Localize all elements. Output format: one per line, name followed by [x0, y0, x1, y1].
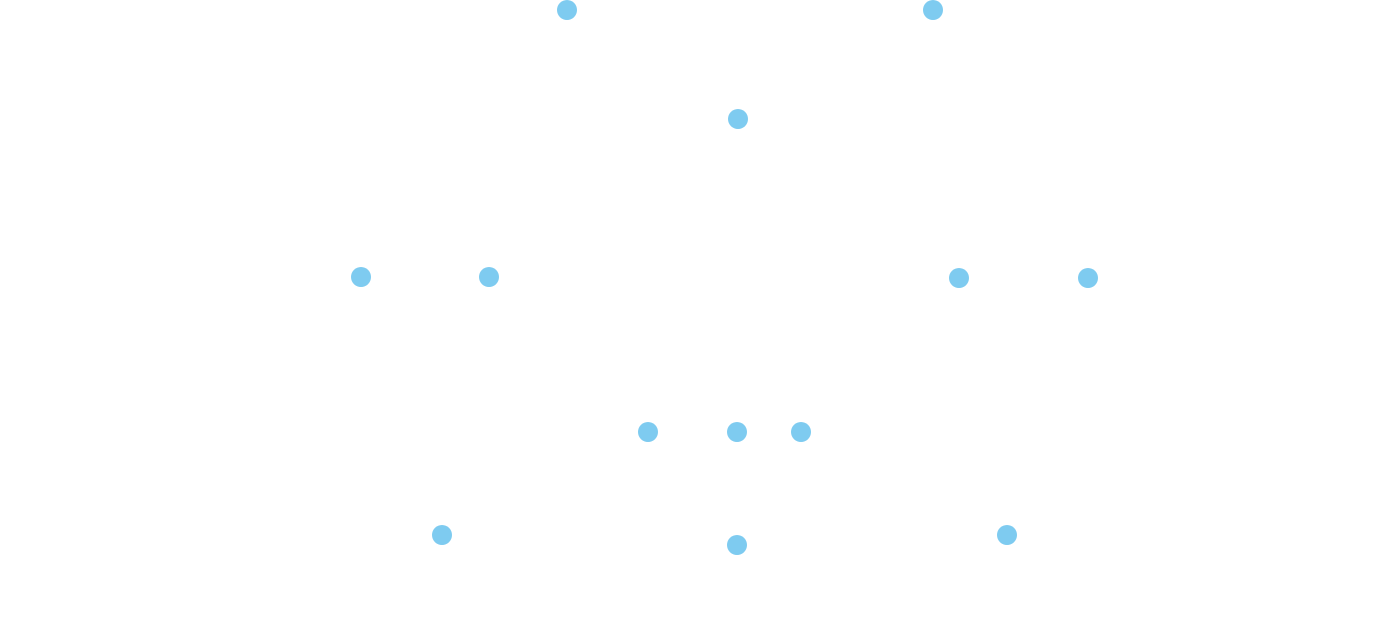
diagram-node: [351, 267, 371, 287]
diagram-node: [791, 422, 811, 442]
diagram-node: [997, 525, 1017, 545]
diagram-node: [923, 0, 943, 20]
diagram-node: [432, 525, 452, 545]
diagram-node: [727, 422, 747, 442]
diagram-node: [949, 268, 969, 288]
diagram-node: [638, 422, 658, 442]
diagram-node: [728, 109, 748, 129]
diagram-node: [727, 535, 747, 555]
diagram-node: [1078, 268, 1098, 288]
diagram-node: [557, 0, 577, 20]
diagram-node: [479, 267, 499, 287]
